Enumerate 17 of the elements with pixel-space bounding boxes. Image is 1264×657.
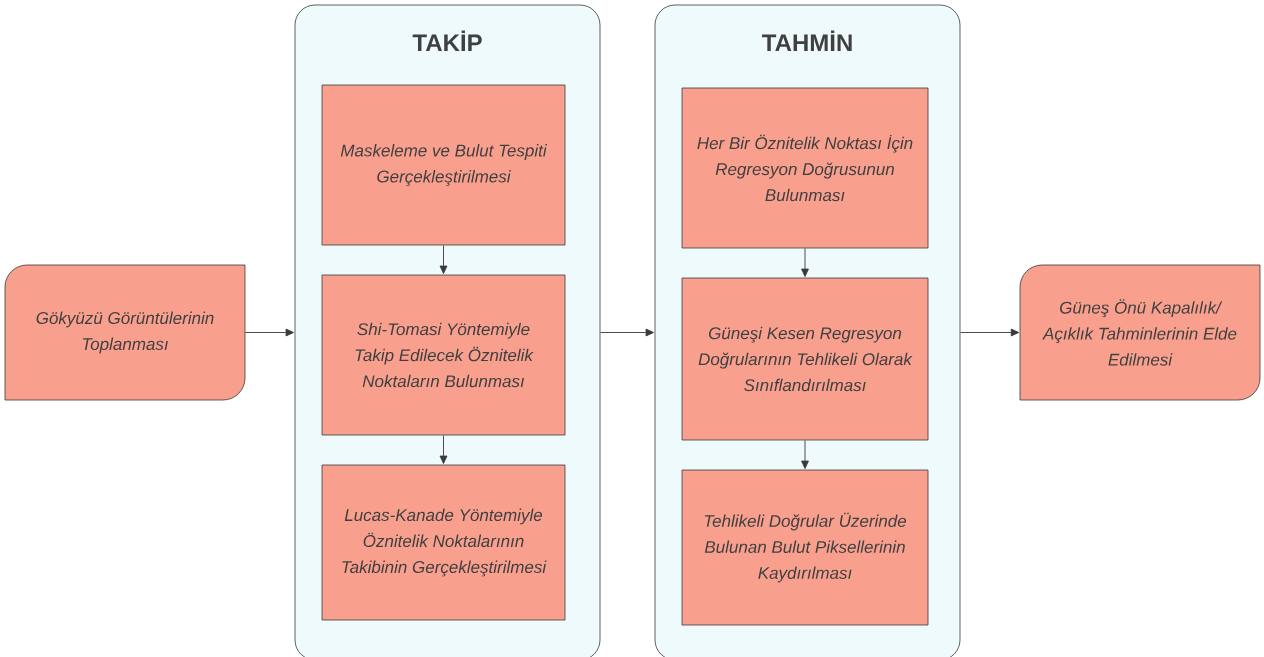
panel-title: TAKİP [412, 30, 482, 52]
arrow [244, 328, 294, 337]
process-box: Shi-Tomasi Yöntemiyle Takip Edilecek Öznitelik Noktaların Bulunması [321, 274, 566, 436]
process-box: Maskeleme ve Bulut Tespiti Gerçekleştirilmesi [321, 84, 566, 246]
process-box: Güneşi Kesen Regresyon Doğrularının Tehlikeli Olarak Sınıflandırılması [681, 277, 929, 441]
arrow [801, 247, 809, 277]
process-box: Her Bir Öznitelik Noktası İçin Regresyon Doğrusunun Bulunması [681, 87, 929, 249]
arrow [801, 439, 809, 469]
panel-title: TAHMİN [762, 30, 852, 52]
terminal-box: Gökyüzü Görüntülerinin Toplanması [4, 264, 246, 401]
arrow [439, 244, 448, 274]
arrow [439, 434, 448, 464]
process-box: Lucas-Kanade Yöntemiyle Öznitelik Noktalarının Takibinin Gerçekleştirilmesi [321, 464, 566, 621]
process-box: Tehlikeli Doğrular Üzerinde Bulunan Bulut Piksellerinin Kaydırılması [681, 469, 929, 626]
terminal-box: Güneş Önü Kapalılık/ Açıklık Tahminlerinin Elde Edilmesi [1019, 264, 1261, 401]
arrow [599, 328, 654, 337]
arrow [959, 328, 1020, 337]
